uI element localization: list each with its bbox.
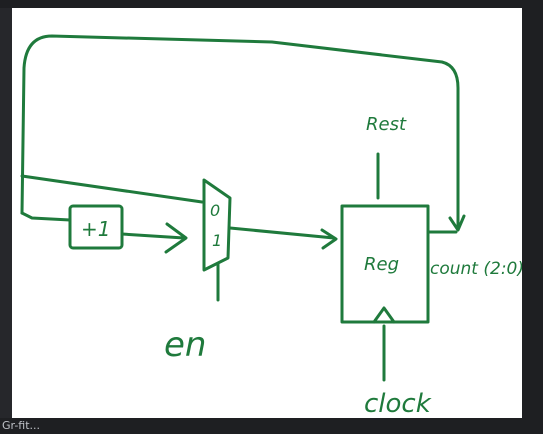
wire-to-mux-input-0	[20, 174, 204, 204]
output-label: count (2:0)	[430, 259, 522, 279]
register-label: Reg	[364, 254, 399, 275]
whiteboard-canvas: +1 0 1 en Reg Rest count (2:0)	[12, 8, 522, 418]
left-edge-strip	[0, 8, 12, 418]
counter-circuit-diagram: +1 0 1 en Reg Rest count (2:0)	[20, 34, 522, 418]
wire-mux-to-register	[228, 226, 336, 240]
mux-input-0-label: 0	[210, 201, 220, 220]
wire-increment-to-mux	[120, 232, 186, 240]
mux-block	[202, 178, 232, 272]
increment-block	[68, 204, 124, 250]
increment-arrowhead	[164, 222, 188, 254]
increment-label: +1	[81, 217, 110, 241]
reset-label: Rest	[366, 114, 407, 135]
clock-label: clock	[364, 389, 432, 418]
register-input-arrowhead	[320, 228, 338, 250]
mux-input-1-label: 1	[212, 231, 222, 250]
bottom-caption: Gr-fit...	[2, 419, 41, 432]
enable-label: en	[164, 325, 206, 365]
clock-edge-marker	[372, 306, 396, 324]
feedback-arrowhead	[448, 214, 466, 232]
feedback-loop-wire	[20, 34, 460, 230]
wire-to-increment	[20, 211, 72, 222]
register-block	[340, 204, 430, 324]
